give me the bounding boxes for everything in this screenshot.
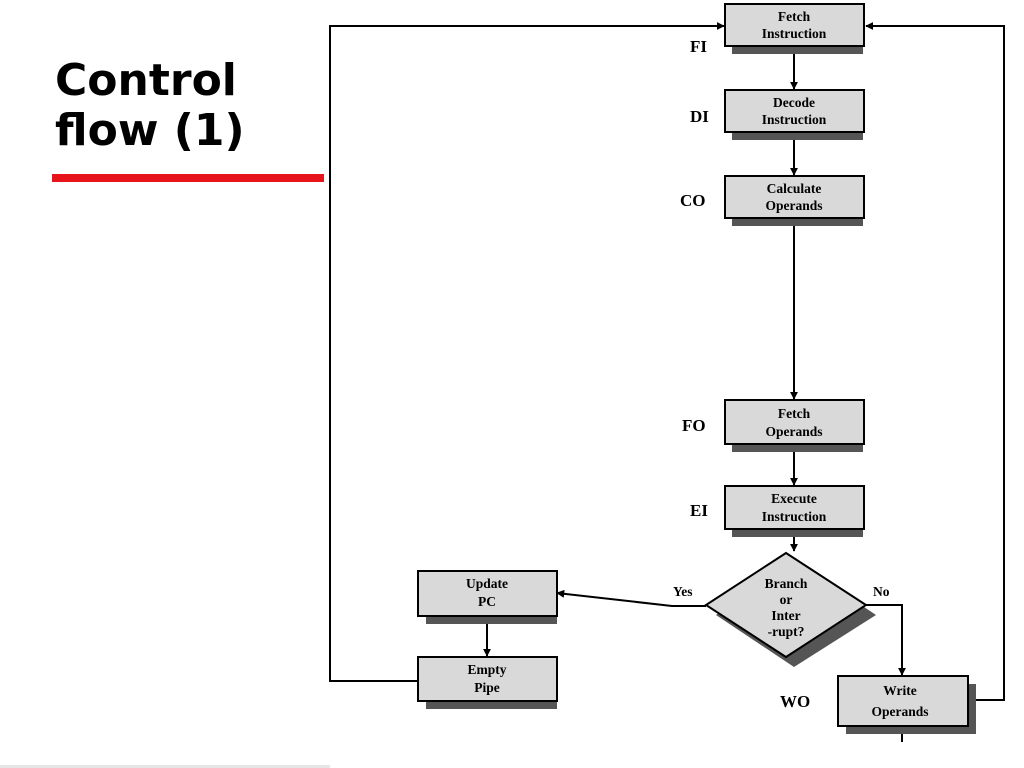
footer-bar <box>0 765 330 768</box>
decision-branch-or-interrupt: Branch or Inter -rupt? Yes No <box>673 551 890 667</box>
step-label-fi: FI <box>690 37 707 56</box>
slide-title: Control flow (1) <box>55 56 245 156</box>
step-label-co: CO <box>680 191 706 210</box>
node-write-operands-line2: Operands <box>871 704 928 719</box>
step-label-wo: WO <box>780 692 810 711</box>
node-calculate-operands: Calculate Operands CO <box>680 175 865 226</box>
decision-line1: Branch <box>765 576 808 591</box>
step-label-ei: EI <box>690 501 708 520</box>
decision-line4: -rupt? <box>768 624 805 639</box>
step-label-fo: FO <box>682 416 706 435</box>
node-execute-instruction-line1: Execute <box>771 491 817 506</box>
node-fetch-operands-line1: Fetch <box>778 406 811 421</box>
node-execute-instruction: Execute Instruction EI <box>690 485 865 537</box>
node-write-operands: Write Operands WO <box>780 675 976 734</box>
node-empty-pipe-line2: Pipe <box>474 680 500 695</box>
node-fetch-instruction-line2: Instruction <box>762 26 827 41</box>
edge-decision-no-to-write-operands <box>866 604 906 676</box>
edge-decision-yes-to-update-pc <box>556 589 706 607</box>
node-fetch-operands: Fetch Operands FO <box>682 399 865 452</box>
node-decode-instruction: Decode Instruction DI <box>690 89 865 140</box>
node-empty-pipe-line1: Empty <box>467 662 506 677</box>
title-underline <box>52 174 324 182</box>
node-decode-instruction-line2: Instruction <box>762 112 827 127</box>
node-decode-instruction-line1: Decode <box>773 95 815 110</box>
node-update-pc-line1: Update <box>466 576 508 591</box>
step-label-di: DI <box>690 107 709 126</box>
node-update-pc: Update PC <box>417 570 558 624</box>
node-calculate-operands-line2: Operands <box>765 198 822 213</box>
node-update-pc-line2: PC <box>478 594 496 609</box>
node-fetch-instruction-line1: Fetch <box>778 9 811 24</box>
node-calculate-operands-line1: Calculate <box>767 181 822 196</box>
node-execute-instruction-line2: Instruction <box>762 509 827 524</box>
node-fetch-operands-line2: Operands <box>765 424 822 439</box>
node-write-operands-line1: Write <box>883 683 917 698</box>
decision-no-label: No <box>873 584 890 599</box>
slide-title-line1: Control <box>55 55 237 106</box>
node-empty-pipe: Empty Pipe <box>417 656 558 709</box>
edge-write-operands-to-fetch-instruction <box>865 22 1005 701</box>
decision-yes-label: Yes <box>673 584 693 599</box>
edge-empty-pipe-to-fetch-instruction <box>329 22 725 682</box>
decision-line3: Inter <box>771 608 800 623</box>
slide-title-line2: flow (1) <box>55 105 245 156</box>
node-fetch-instruction: Fetch Instruction FI <box>690 3 865 56</box>
decision-line2: or <box>780 592 793 607</box>
connectors <box>329 22 1005 742</box>
